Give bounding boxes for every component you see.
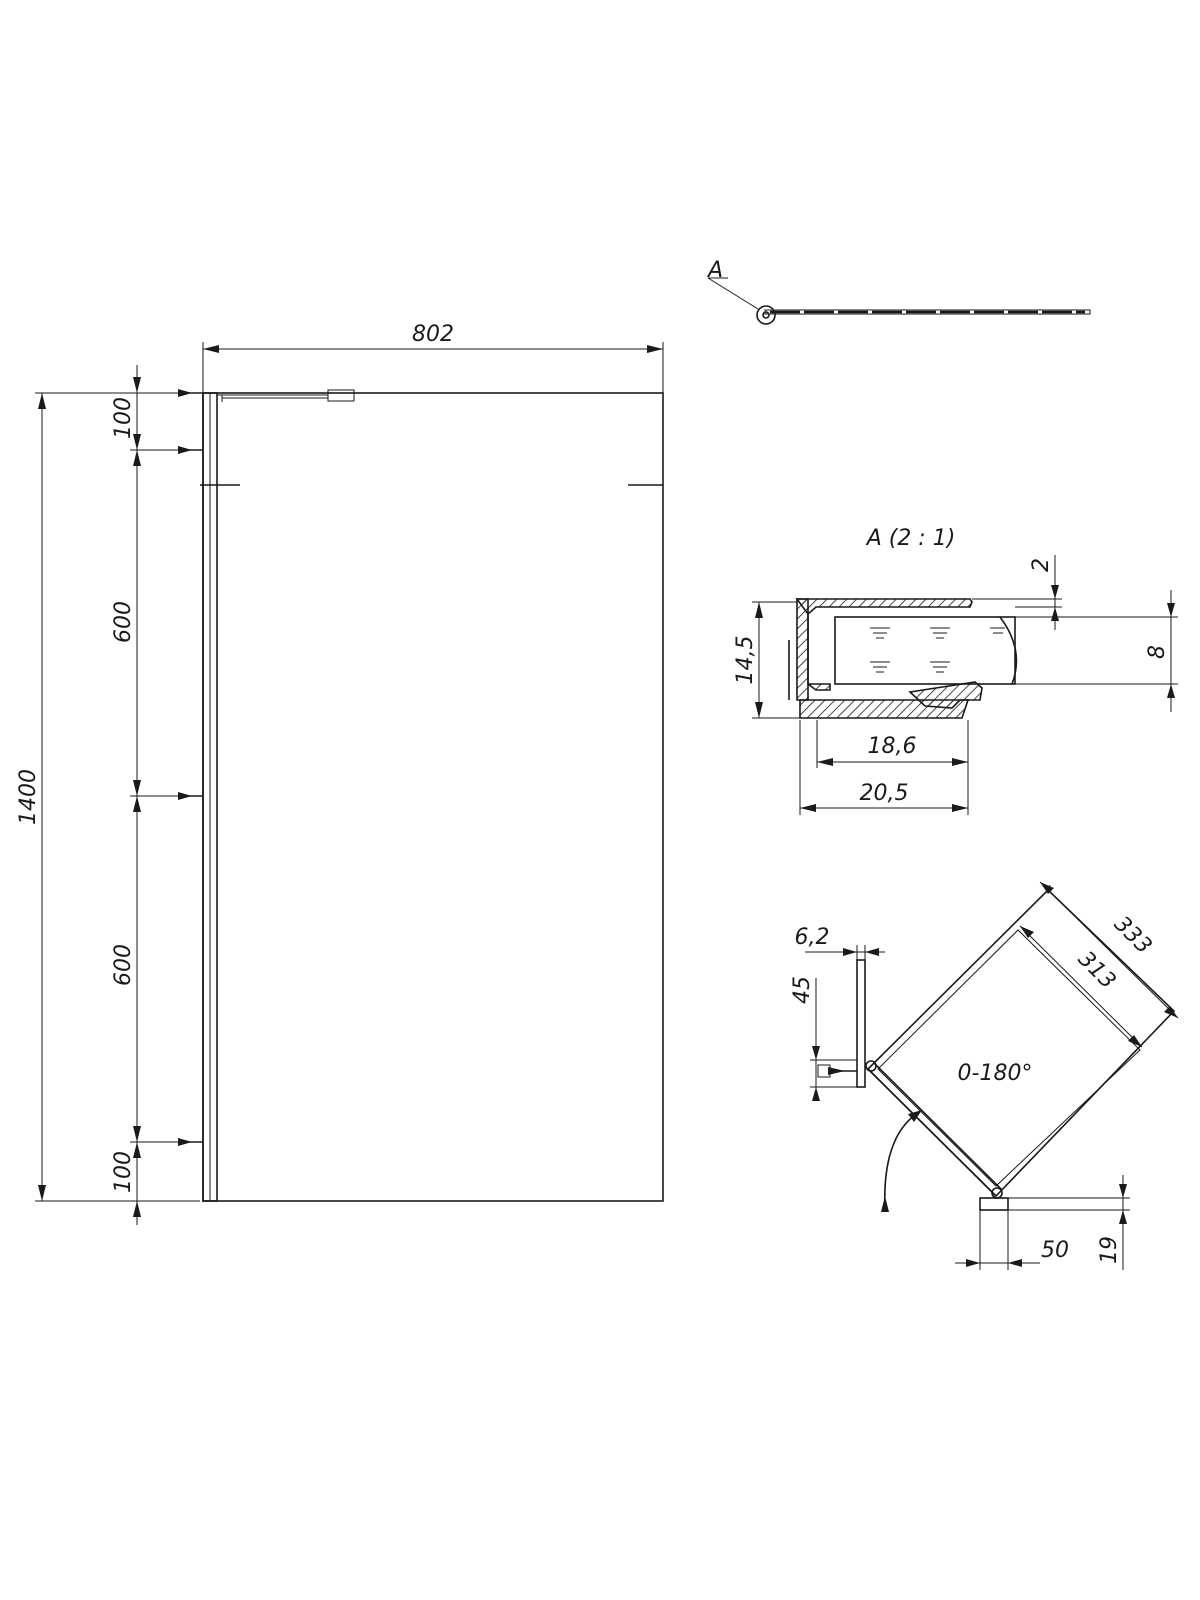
dim-seg-bottom-label: 100	[111, 1151, 136, 1193]
dim-segments: 100 600 600 100	[111, 365, 180, 1225]
callout-label: A	[706, 258, 723, 283]
hinge-view: 333 313 6,2 45 0-180° 50 19	[790, 881, 1179, 1270]
glass-marks	[870, 627, 1005, 673]
dim-bracket-width: 50	[1041, 1238, 1069, 1263]
angle-label: 0-180°	[958, 1061, 1033, 1086]
dim-seg-lower-label: 600	[111, 944, 136, 986]
screws	[178, 389, 203, 1146]
dim-bracket-height: 19	[1097, 1236, 1122, 1264]
dim-outer-333: 333	[1109, 912, 1156, 959]
dim-width: 802	[202, 322, 664, 393]
top-bracket	[327, 389, 355, 402]
dim-wall-height: 45	[790, 976, 815, 1004]
dim-height: 1400	[16, 392, 200, 1202]
dim-height-label: 1400	[16, 769, 41, 825]
detail-a: A (2 : 1) 14,5 2	[733, 526, 1178, 815]
hinge-pin-top	[865, 1060, 877, 1072]
dim-wall-thickness: 6,2	[795, 925, 830, 950]
bottom-bracket	[979, 1197, 1009, 1211]
mirror-panel	[202, 392, 664, 1202]
rotation-arc	[883, 1114, 916, 1211]
dim-top-gap: 2	[1029, 558, 1054, 572]
callout-circle	[756, 305, 776, 325]
dim-inner-width: 18,6	[868, 734, 917, 759]
glass-section	[834, 616, 1016, 685]
dim-seg-top-label: 100	[111, 397, 136, 439]
front-view: 802 1400 100 600 6	[16, 322, 664, 1225]
detail-a-title: A (2 : 1)	[865, 526, 956, 551]
dim-width-label: 802	[412, 322, 454, 347]
top-view: A	[706, 258, 1091, 325]
dim-glass: 8	[1145, 645, 1170, 659]
dim-height-14-5: 14,5	[733, 636, 758, 685]
dim-seg-upper-label: 600	[111, 601, 136, 643]
profile-section	[795, 598, 973, 691]
wall-plate	[856, 959, 866, 1088]
dim-outer-width: 20,5	[860, 781, 909, 806]
